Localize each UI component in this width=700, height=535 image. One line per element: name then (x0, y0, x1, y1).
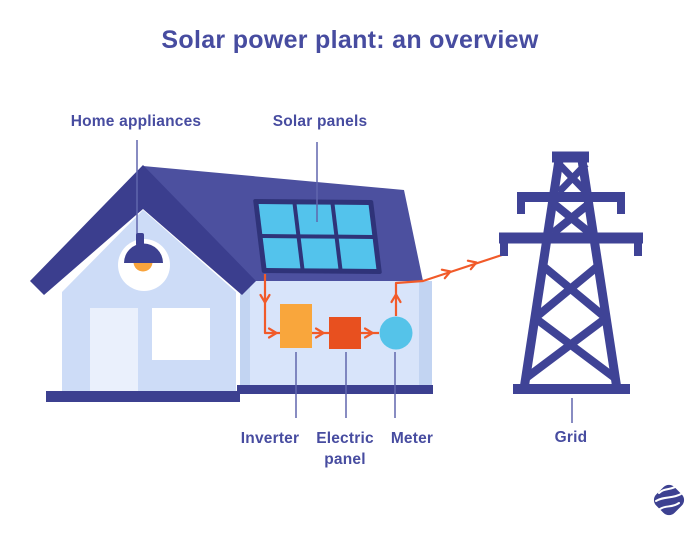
tower-x-brace-mid (550, 199, 593, 237)
arrow-chevron-icon (466, 259, 478, 271)
inverter-box (280, 304, 312, 348)
label-meter: Meter (390, 430, 434, 447)
wing-wall-shadow-right (419, 281, 432, 386)
logo-wave (659, 502, 680, 510)
lamp-shade (124, 243, 163, 263)
tower-x-brace-body2 (523, 314, 618, 382)
arrow-chevron-icon (440, 268, 452, 280)
company-logo-icon (653, 484, 685, 516)
solar-cell (338, 238, 377, 269)
solar-cell (334, 204, 373, 235)
arrow-chevron-icon (259, 293, 271, 304)
flow-chevrons (259, 259, 478, 339)
solar-panel-icon (253, 199, 382, 274)
wing-base (237, 385, 433, 394)
arrow-chevron-icon (390, 293, 402, 304)
electric-panel-box (329, 317, 361, 349)
label-solar-panels: Solar panels (272, 113, 368, 130)
tower-x-brace-top (556, 161, 589, 195)
label-home-appliances: Home appliances (70, 113, 202, 130)
lamp-icon (118, 233, 170, 291)
house-door (90, 308, 138, 391)
logo-waves (655, 485, 682, 510)
label-grid: Grid (554, 429, 588, 446)
leader-lines (136, 140, 573, 423)
logo-wave (658, 485, 678, 494)
house-window (152, 308, 210, 360)
solar-cell (262, 238, 301, 269)
transmission-tower-icon (499, 151, 643, 394)
page-title: Solar power plant: an overview (161, 26, 539, 54)
label-electric-panel: Electric panel (316, 430, 374, 468)
tower-upper-arm-hooks (517, 194, 625, 214)
arrow-chevron-icon (314, 327, 325, 339)
meter-circle (379, 316, 413, 350)
wing-wall-shadow-left (240, 281, 250, 386)
solar-cell (258, 204, 297, 235)
label-inverter: Inverter (240, 430, 300, 447)
tower-lower-arm-hooks (500, 235, 642, 256)
logo-wave (655, 493, 682, 502)
lamp-stem (136, 233, 144, 246)
power-flow-lines (259, 253, 503, 339)
tower-x-brace-body1 (532, 262, 609, 322)
arrow-chevron-icon (363, 327, 374, 339)
arrow-chevron-icon (267, 327, 278, 339)
house-roof-band (30, 165, 256, 295)
house-base (46, 391, 240, 402)
solar-cell (296, 204, 335, 235)
flow-meter-to-grid (394, 253, 503, 316)
solar-cell (300, 238, 339, 269)
